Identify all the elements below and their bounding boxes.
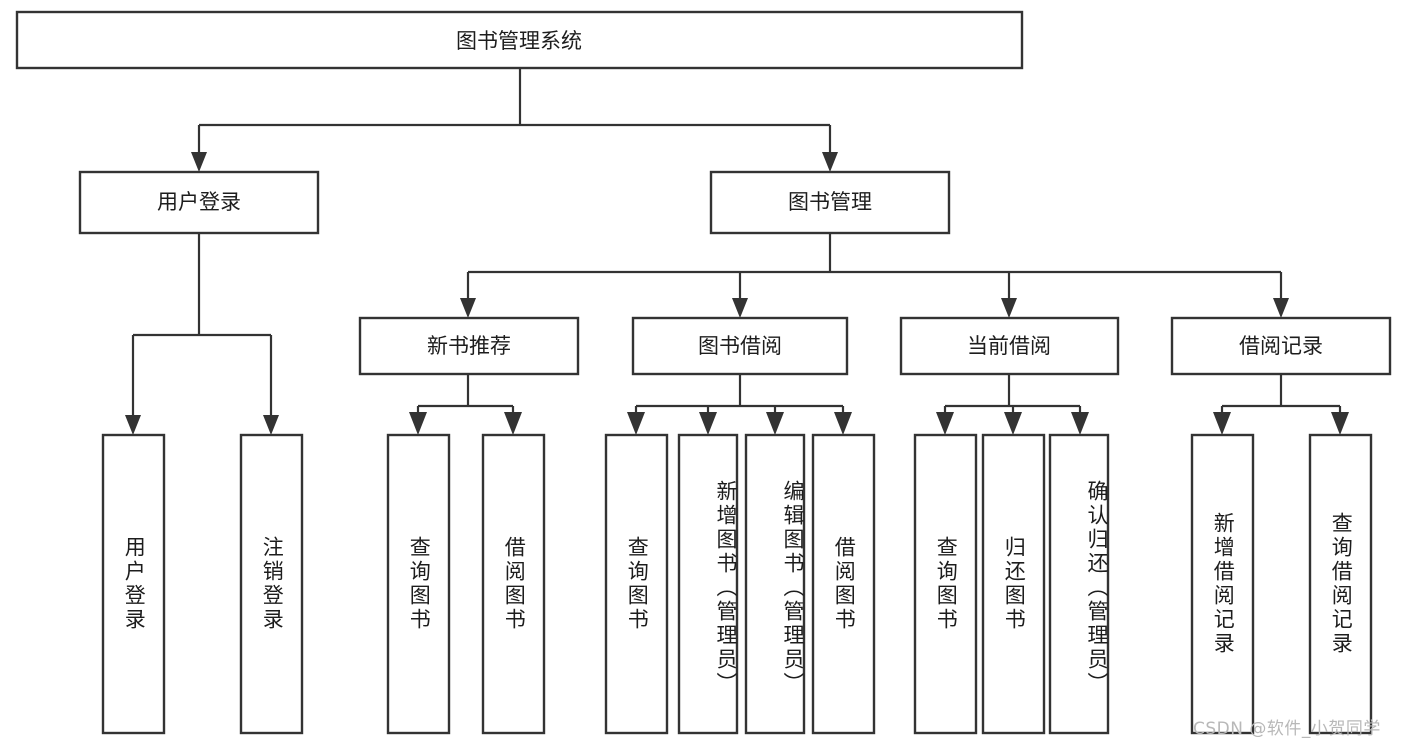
leaf-box-user-login[interactable] xyxy=(101,433,166,735)
arrow-head-leaf-query-borrow-record xyxy=(1331,412,1349,435)
node-new-book-recommend[interactable]: 新书推荐 xyxy=(358,316,580,376)
node-box-user-login[interactable] xyxy=(78,170,320,235)
leaf-boxes xyxy=(101,433,1373,735)
leaf-box-borrow-book-2[interactable] xyxy=(811,433,876,735)
csdn-watermark: CSDN @软件_小贺同学 xyxy=(1193,719,1381,739)
node-book-management[interactable]: 图书管理 xyxy=(709,170,951,235)
node-label-borrow-record: 借阅记录 xyxy=(1239,334,1323,358)
arrow-head-leaf-borrow-book-2 xyxy=(834,412,852,435)
arrow-head-leaf-user-logout xyxy=(263,415,279,435)
node-label-new-book-recommend: 新书推荐 xyxy=(427,334,511,358)
node-label-book-management: 图书管理 xyxy=(788,190,872,214)
leaf-box-add-borrow-record[interactable] xyxy=(1190,433,1255,735)
connector-group-current-borrow xyxy=(936,374,1089,435)
node-current-borrow[interactable]: 当前借阅 xyxy=(899,316,1120,376)
node-borrow-record[interactable]: 借阅记录 xyxy=(1170,316,1392,376)
leaf-box-edit-book-admin[interactable] xyxy=(744,433,806,735)
arrow-head-leaf-query-book-1 xyxy=(409,412,427,435)
node-label-user-login: 用户登录 xyxy=(157,190,241,214)
arrow-head-leaf-add-book-admin xyxy=(699,412,717,435)
connector-group-root xyxy=(191,68,838,172)
connector-group-new-book-recommend xyxy=(409,374,522,435)
node-label-root: 图书管理系统 xyxy=(456,29,582,53)
arrow-head-leaf-edit-book-admin xyxy=(766,412,784,435)
leaf-box-return-book[interactable] xyxy=(981,433,1046,735)
leaf-box-query-book-3[interactable] xyxy=(913,433,978,735)
node-box-book-borrow[interactable] xyxy=(631,316,849,376)
arrow-head-leaf-user-login xyxy=(125,415,141,435)
arrow-head-leaf-query-book-2 xyxy=(627,412,645,435)
arrow-head-leaf-confirm-return-admin xyxy=(1071,412,1089,435)
connector-group-book-management xyxy=(460,233,1289,318)
leaf-box-query-borrow-record[interactable] xyxy=(1308,433,1373,735)
node-box-new-book-recommend[interactable] xyxy=(358,316,580,376)
leaf-box-add-book-admin[interactable] xyxy=(677,433,739,735)
connector-group-borrow-record xyxy=(1213,374,1349,435)
arrow-head-book-management xyxy=(822,152,838,172)
node-user-login[interactable]: 用户登录 xyxy=(78,170,320,235)
arrow-head-borrow-record xyxy=(1273,298,1289,318)
arrow-head-leaf-query-book-3 xyxy=(936,412,954,435)
arrow-head-leaf-return-book xyxy=(1004,412,1022,435)
arrow-head-user-login xyxy=(191,152,207,172)
node-root[interactable]: 图书管理系统 xyxy=(15,10,1024,70)
arrow-head-leaf-add-borrow-record xyxy=(1213,412,1231,435)
node-box-root[interactable] xyxy=(15,10,1024,70)
leaf-box-query-book-2[interactable] xyxy=(604,433,669,735)
node-box-book-management[interactable] xyxy=(709,170,951,235)
node-box-borrow-record[interactable] xyxy=(1170,316,1392,376)
node-label-current-borrow: 当前借阅 xyxy=(967,334,1051,358)
connector-group-book-borrow xyxy=(627,374,852,435)
leaf-box-query-book-1[interactable] xyxy=(386,433,451,735)
leaf-box-confirm-return-admin[interactable] xyxy=(1048,433,1110,735)
arrow-head-new-book-recommend xyxy=(460,298,476,318)
leaf-box-borrow-book-1[interactable] xyxy=(481,433,546,735)
node-label-book-borrow: 图书借阅 xyxy=(698,334,782,358)
leaf-box-user-logout[interactable] xyxy=(239,433,304,735)
arrow-head-current-borrow xyxy=(1001,298,1017,318)
node-box-current-borrow[interactable] xyxy=(899,316,1120,376)
node-book-borrow[interactable]: 图书借阅 xyxy=(631,316,849,376)
arrow-head-book-borrow xyxy=(732,298,748,318)
connector-group-user-login xyxy=(125,233,279,435)
arrow-head-leaf-borrow-book-1 xyxy=(504,412,522,435)
